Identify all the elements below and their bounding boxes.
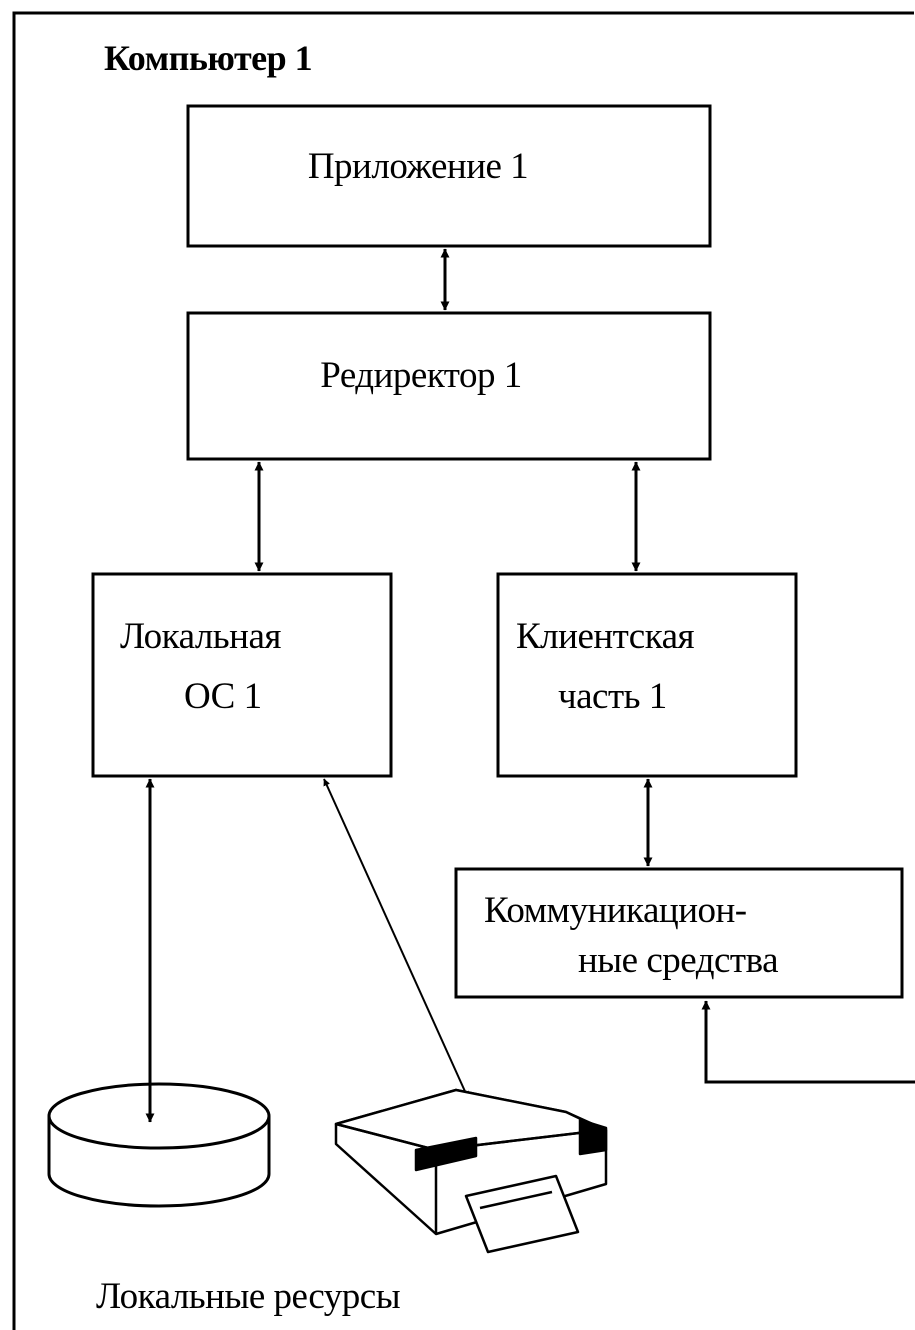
- client-part-label-line1: Клиентская: [516, 616, 695, 657]
- redirector-label: Редиректор 1: [320, 355, 522, 396]
- client-part-block: [496, 572, 798, 778]
- printer-icon: [334, 1088, 608, 1254]
- computer-frame: [12, 11, 914, 1330]
- comm-means-block: [454, 867, 904, 999]
- local-os-label-line2: ОС 1: [184, 676, 262, 717]
- local-os-block: [91, 572, 393, 778]
- comm-means-label-line2: ные средства: [578, 940, 779, 981]
- comm-means-label-line1: Коммуникацион-: [484, 890, 747, 931]
- application-block: [186, 104, 712, 248]
- disk-icon: [47, 1082, 271, 1208]
- arrow-local-os-printer: [323, 778, 469, 1099]
- frame-title: Компьютер 1: [104, 38, 313, 78]
- arrow-network-comm: [701, 1000, 915, 1084]
- redirector-block: [186, 311, 712, 461]
- local-os-label-line1: Локальная: [120, 616, 281, 657]
- application-label: Приложение 1: [307, 146, 529, 187]
- local-resources-label: Локальные ресурсы: [96, 1276, 401, 1317]
- client-part-label-line2: часть 1: [558, 676, 667, 717]
